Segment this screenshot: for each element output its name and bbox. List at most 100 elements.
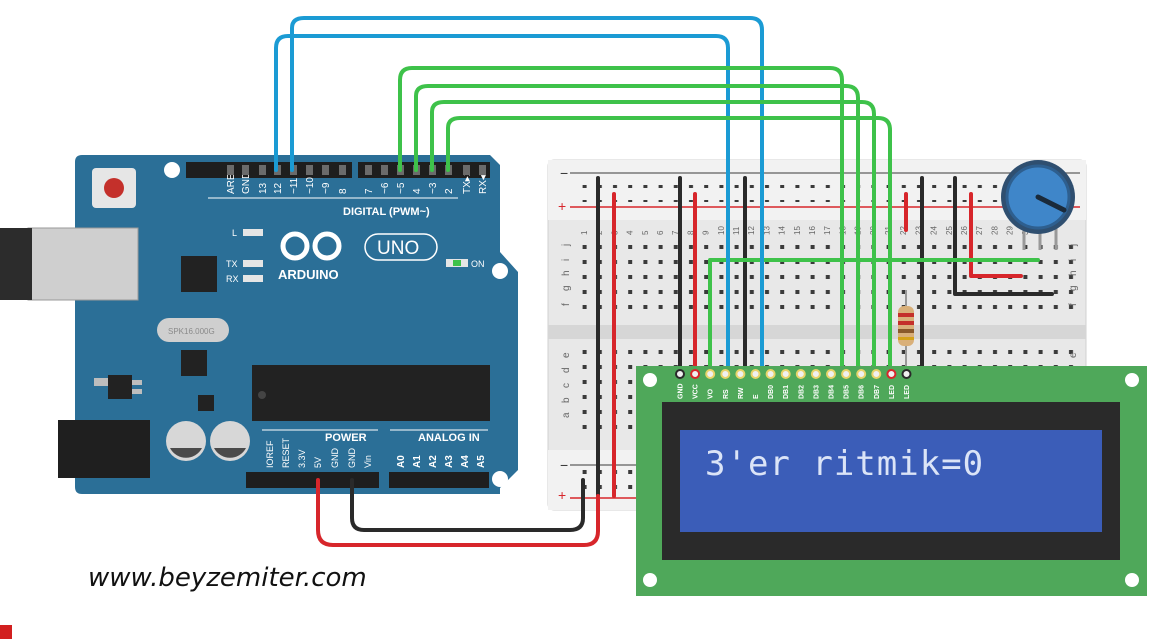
- atmega-chip: [252, 365, 490, 421]
- red-corner-mark: [0, 625, 12, 639]
- digital-pin-label: GND: [241, 172, 252, 194]
- lcd-pin: [720, 369, 731, 379]
- analog-pin-label: A2: [428, 455, 439, 468]
- lcd-pin: [750, 369, 761, 379]
- lcd-pin: [810, 369, 821, 379]
- digital-pin-label: ~3: [428, 182, 439, 194]
- power-label: POWER: [325, 432, 367, 444]
- lcd-pin-label: DB7: [874, 385, 881, 399]
- digital-pin-label: ~10: [305, 177, 316, 194]
- wire-db5: [414, 84, 860, 374]
- digital-pin-label: ~6: [380, 182, 391, 194]
- analog-pin-label: A1: [412, 455, 423, 468]
- analog-pin-label: A4: [460, 455, 471, 468]
- digital-pin-label: 12: [273, 182, 284, 194]
- lcd-pin-label: DB5: [844, 385, 851, 399]
- row-letter: a: [561, 412, 572, 418]
- digital-pin-label: ~9: [321, 182, 332, 194]
- digital-pin-label: ~11: [289, 177, 300, 194]
- row-letter: j: [561, 244, 572, 247]
- usb-connector: [27, 227, 139, 301]
- lcd-pin: [856, 369, 867, 379]
- column-number: 1: [580, 230, 589, 235]
- lcd-pin: [886, 369, 897, 379]
- digital-pin-label: 8: [338, 188, 349, 194]
- row-letter: i: [561, 259, 572, 261]
- wire-db7: [446, 116, 892, 374]
- lcd-pin-label: DB0: [768, 385, 775, 399]
- crystal-label: SPK16.000G: [168, 327, 215, 336]
- wires: [274, 16, 1054, 547]
- lcd-pin-label: RW: [738, 387, 745, 399]
- arduino-brand: ARDUINO: [278, 267, 339, 282]
- rail-plus-label-bottom: +: [558, 487, 566, 503]
- lcd-pin: [690, 369, 701, 379]
- wire-enable: [290, 16, 764, 374]
- rail-minus-label-top: −: [560, 165, 568, 181]
- header-pin: [479, 165, 486, 175]
- digital-header-right: [358, 162, 490, 178]
- rail-minus-label-bottom: −: [560, 457, 568, 473]
- column-number: 4: [626, 230, 635, 235]
- tx-led: [243, 260, 263, 267]
- dc-jack: [58, 420, 150, 478]
- header-pin: [306, 165, 313, 175]
- wire-gnd: [350, 478, 585, 532]
- row-letter: f: [561, 303, 572, 306]
- column-number: 9: [702, 230, 711, 235]
- uno-model-label: UNO: [377, 238, 419, 259]
- header-pin: [259, 165, 266, 175]
- lcd-pin-label: LED: [889, 385, 896, 399]
- column-number: 11: [732, 226, 741, 235]
- wire-pot-vcc: [969, 192, 1023, 278]
- lcd-pin: [765, 369, 776, 379]
- header-pin: [322, 165, 329, 175]
- power-pin-label: GND: [330, 448, 340, 469]
- header-pin: [339, 165, 346, 175]
- digital-pin-label: ~5: [396, 182, 407, 194]
- row-letter: f: [1068, 303, 1079, 306]
- row-letter: h: [561, 270, 572, 276]
- lcd-pin: [871, 369, 882, 379]
- column-number: 5: [641, 230, 650, 235]
- digital-pin-label: 13: [258, 182, 269, 194]
- digital-pin-label: TX▸1: [462, 170, 473, 194]
- digital-pin-label: RX◂0: [478, 169, 489, 194]
- lcd-pin: [675, 369, 685, 379]
- digital-label: DIGITAL (PWM~): [343, 206, 430, 218]
- column-number: 29: [1006, 226, 1015, 235]
- lcd-pin: [780, 369, 791, 379]
- on-label: ON: [471, 259, 485, 269]
- column-number: 14: [778, 226, 787, 235]
- column-number: 26: [960, 226, 969, 235]
- digital-pin-label: 2: [444, 188, 455, 194]
- column-number: 23: [914, 226, 923, 235]
- watermark: www.beyzemiter.com: [88, 563, 367, 593]
- header-pin: [242, 165, 249, 175]
- header-pin: [381, 165, 388, 175]
- power-pin-label: Vin: [363, 455, 373, 468]
- rx-led: [243, 275, 263, 282]
- row-letter: i: [1068, 259, 1079, 261]
- lcd-pin: [735, 369, 746, 379]
- header-pin: [365, 165, 372, 175]
- lcd-pin-label: LED: [904, 385, 911, 399]
- wire-5v: [316, 478, 600, 547]
- rail-plus-label-top: +: [558, 198, 566, 214]
- column-number: 22: [899, 226, 908, 235]
- lcd-pin-label: RS: [723, 389, 730, 399]
- lcd-pin-label: DB2: [798, 385, 805, 399]
- column-number: 28: [990, 226, 999, 235]
- analog-pin-label: A3: [444, 455, 455, 468]
- column-number: 25: [945, 226, 954, 235]
- lcd-pin: [841, 369, 852, 379]
- row-letter: e: [1068, 352, 1079, 358]
- row-letter: c: [561, 383, 572, 388]
- row-letter: b: [561, 397, 572, 403]
- row-letter: g: [1068, 285, 1079, 291]
- power-pin-label: 3.3V: [297, 449, 307, 468]
- lcd-pin-label: VCC: [693, 384, 700, 399]
- usb-chip: [181, 256, 217, 292]
